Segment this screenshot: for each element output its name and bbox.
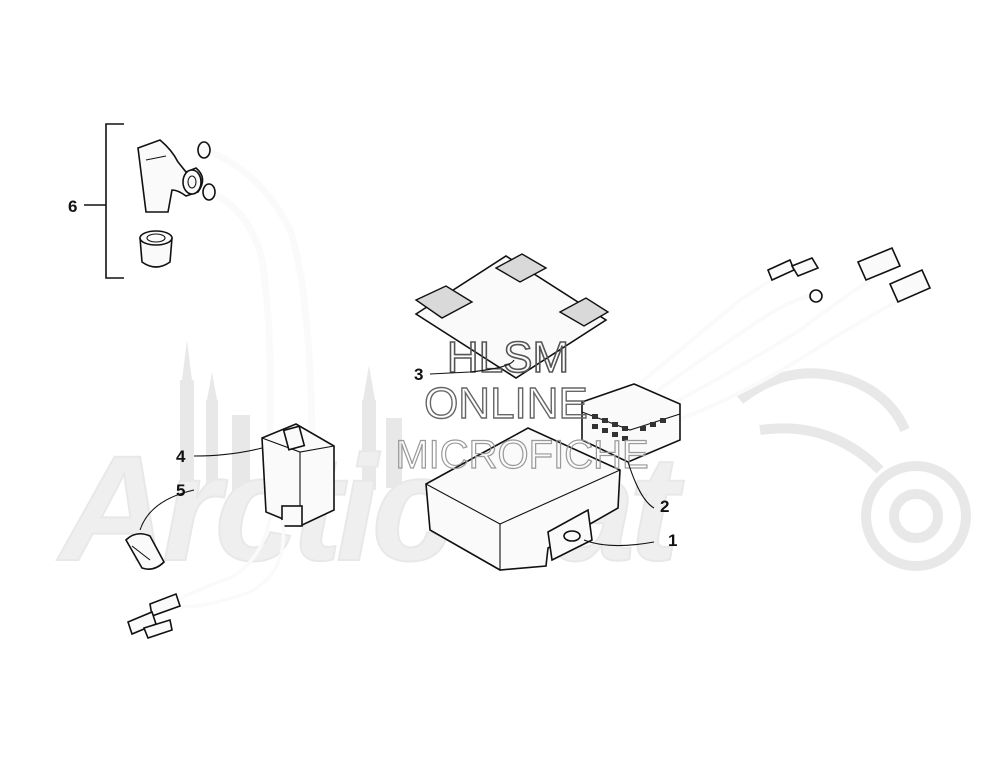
ignition-coil-body [261,423,335,527]
callout-3: 3 [414,365,423,384]
callout-6: 6 [68,197,77,216]
adhesive-pad [414,253,610,379]
watermark-line-3: MICROFICHE [395,433,648,477]
callout-1: 1 [668,531,677,550]
ignition-coil-leads [197,141,316,441]
boot-grommet [139,230,173,268]
wiring-harness [618,246,932,432]
callout-bracket-6 [84,123,124,279]
spark-plug-boot [137,139,204,213]
harness-connector [581,383,681,463]
ignition-coil-wires [127,517,286,639]
callout-5: 5 [176,481,185,500]
watermark-microfiche: HLSM ONLINE MICROFICHE [395,332,650,477]
callout-4: 4 [176,447,186,466]
wire-clip [125,532,165,570]
watermark-line-1: HLSM [447,333,569,382]
callout-2: 2 [660,497,669,516]
callout-numbers: 1 2 3 4 5 6 [68,197,677,550]
cdi-module [425,427,621,571]
leader-lines [139,359,655,547]
watermark-line-2: ONLINE [424,379,588,428]
